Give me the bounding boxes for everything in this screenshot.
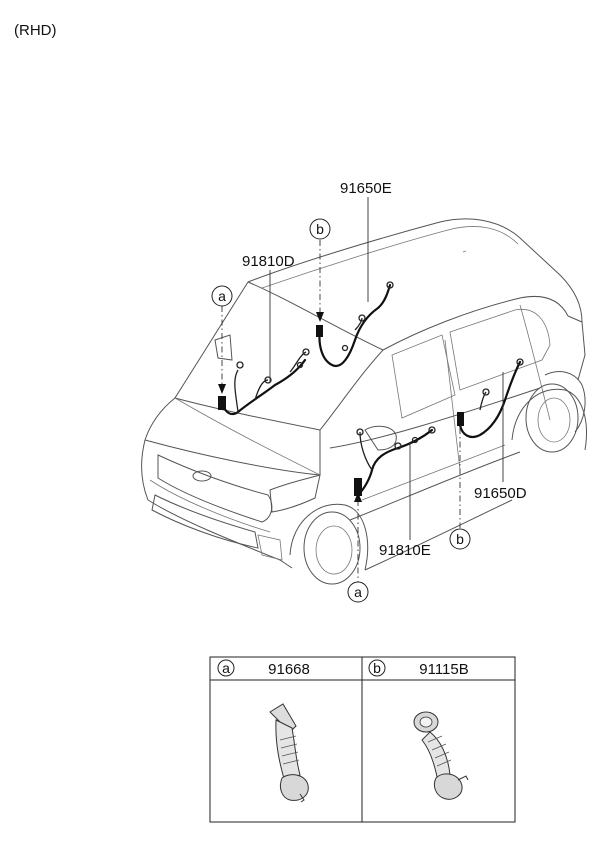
legend-cell-a: a 91668	[217, 659, 310, 803]
legend-cell-b: b 91115B	[368, 659, 469, 800]
connector-91810E-a	[354, 478, 362, 496]
svg-text:a: a	[222, 660, 230, 676]
grommet-91668-illustration	[269, 703, 309, 803]
label-91650E: 91650E	[340, 180, 392, 197]
connector-91650D-a	[457, 412, 464, 426]
connector-91810D-a	[218, 396, 226, 410]
connector-91650E-a	[316, 325, 323, 337]
svg-text:a: a	[354, 584, 362, 600]
ref-circle-a-top: a	[211, 285, 233, 307]
label-91650D: 91650D	[474, 485, 527, 502]
svg-text:b: b	[316, 221, 324, 237]
svg-text:b: b	[456, 531, 464, 547]
ref-circle-b-bottom: b	[449, 528, 471, 550]
svg-text:a: a	[218, 288, 226, 304]
ref-circle-b-top: b	[309, 218, 331, 240]
svg-text:b: b	[373, 660, 381, 676]
label-91810E: 91810E	[379, 542, 431, 559]
legend-table: a 91668 b 91115B	[209, 656, 516, 823]
harness-91810D	[218, 348, 310, 416]
harness-91650E	[316, 281, 394, 368]
variant-note: (RHD)	[14, 22, 57, 39]
grommet-91115B-illustration	[413, 711, 469, 800]
ref-circle-a-bottom: a	[347, 581, 369, 603]
legend-part-91668: 91668	[268, 661, 310, 678]
harness-91810E	[354, 426, 436, 497]
car-illustration	[141, 218, 587, 585]
callout-leaders	[218, 197, 504, 582]
label-91810D: 91810D	[242, 253, 295, 270]
harness-91650D	[457, 358, 524, 439]
legend-part-91115B: 91115B	[419, 661, 469, 678]
